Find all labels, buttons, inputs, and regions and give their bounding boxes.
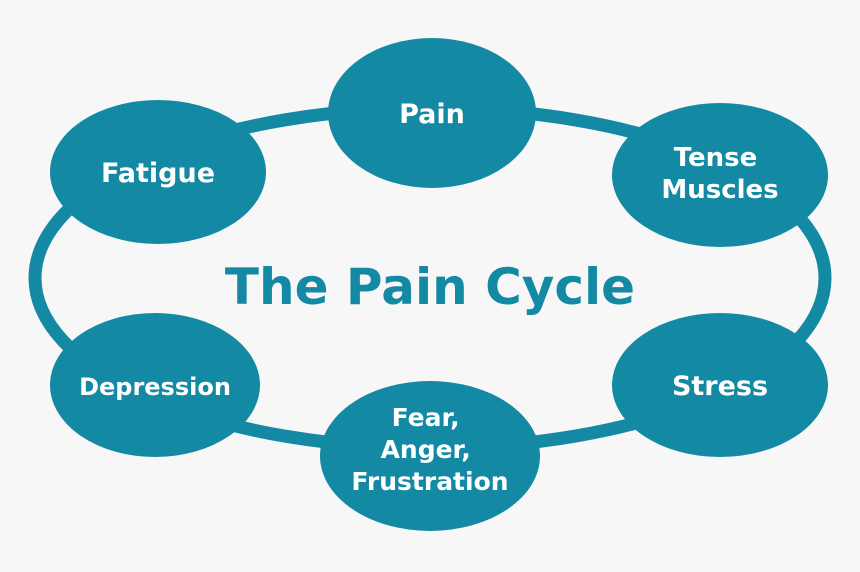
node-depression: Depression xyxy=(50,313,260,457)
node-fear-line-1: Fear, xyxy=(392,403,460,432)
node-tense-muscles: Tense Muscles xyxy=(612,103,828,247)
svg-text:Fatigue: Fatigue xyxy=(101,158,215,189)
node-tense-muscles-line-2: Muscles xyxy=(661,175,778,205)
diagram-title: The Pain Cycle xyxy=(225,258,635,316)
svg-text:Stress: Stress xyxy=(672,371,768,402)
node-stress-line-1: Stress xyxy=(672,371,768,402)
svg-text:Pain: Pain xyxy=(399,99,465,130)
node-stress: Stress xyxy=(612,313,828,457)
node-fear-line-3: Frustration xyxy=(351,467,508,496)
node-depression-line-1: Depression xyxy=(79,373,231,401)
node-fatigue-line-1: Fatigue xyxy=(101,158,215,189)
node-fear-anger-frustration: Fear, Anger, Frustration xyxy=(320,381,540,531)
node-pain-line-1: Pain xyxy=(399,99,465,130)
node-fear-line-2: Anger, xyxy=(381,435,471,464)
node-pain: Pain xyxy=(328,38,536,188)
svg-text:Tense Muscles: Tense Muscles xyxy=(661,143,778,205)
svg-text:Depression: Depression xyxy=(79,373,231,401)
node-fatigue: Fatigue xyxy=(50,100,266,244)
svg-text:Fear, Anger, F: Fear, Anger, Frustration xyxy=(351,403,508,496)
node-tense-muscles-line-1: Tense xyxy=(674,143,758,173)
